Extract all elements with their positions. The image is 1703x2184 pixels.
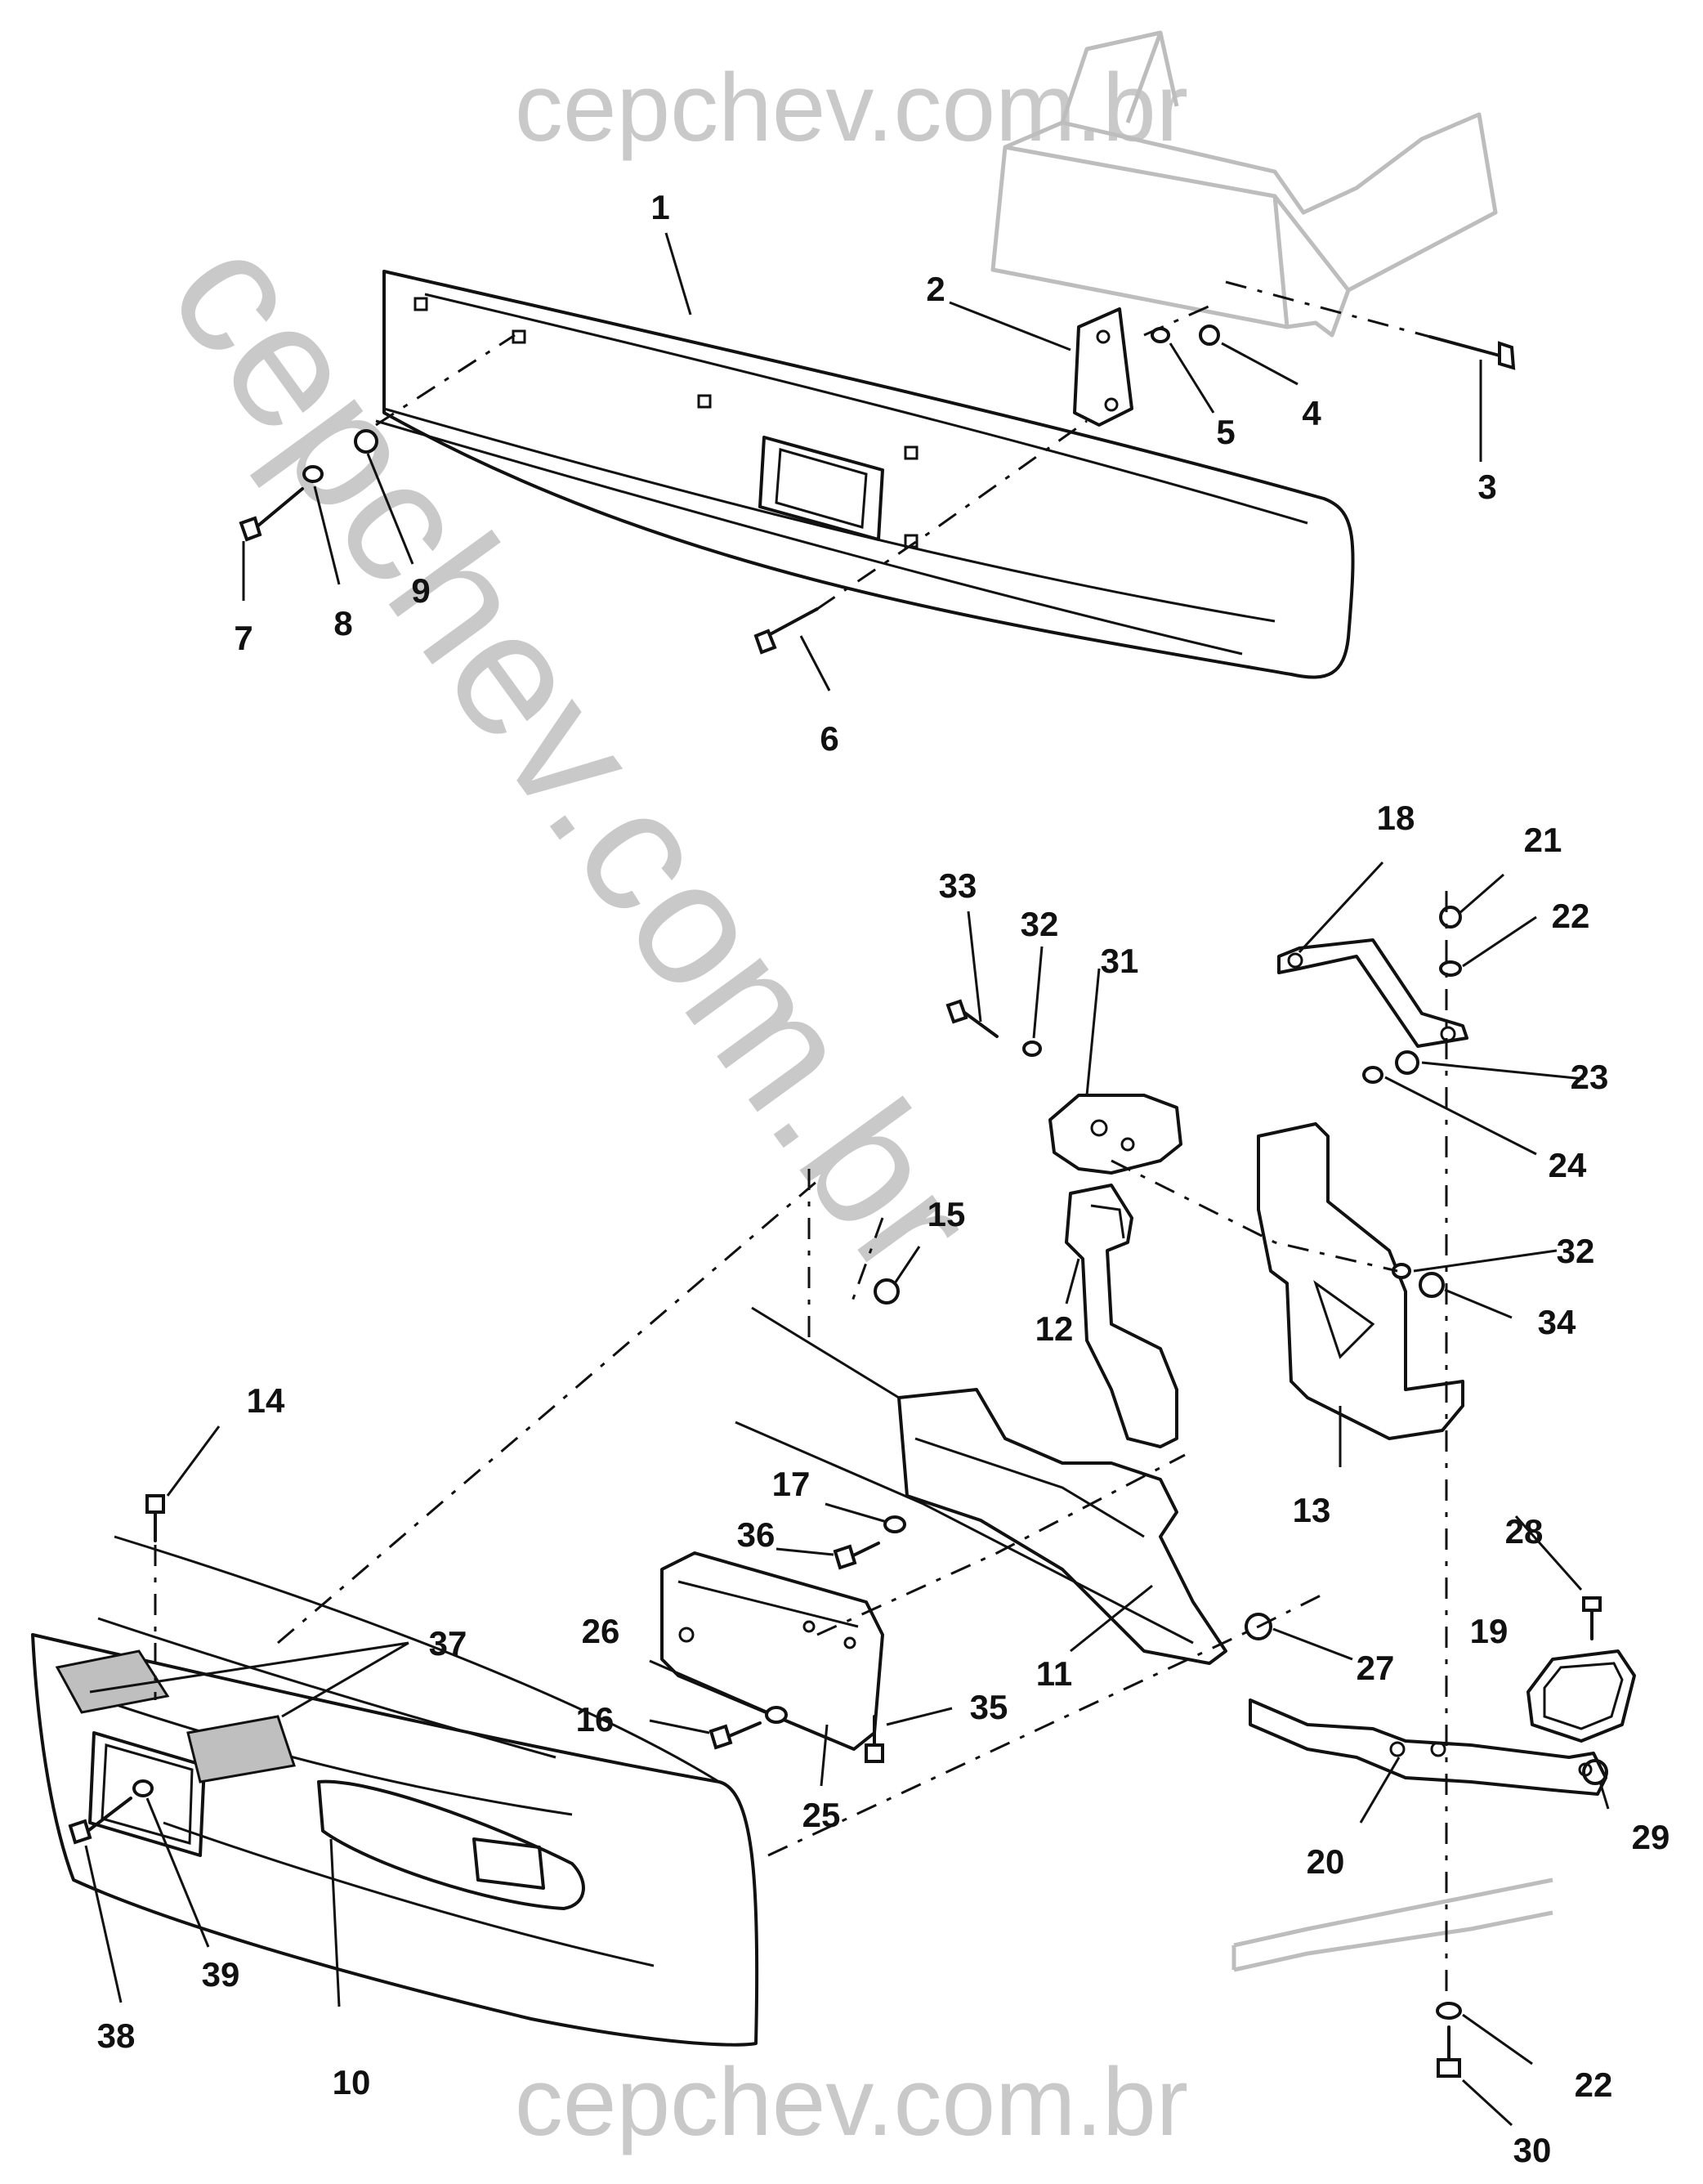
watermark-bottom: cepchev.com.br [515,2048,1188,2156]
bumper-bracket-13 [1257,1122,1464,1440]
callout-1: 1 [650,188,669,226]
callout-9: 9 [411,571,430,610]
alignment-line-upper-right [1143,280,1431,338]
callout-7: 7 [234,619,253,657]
callout-34: 34 [1538,1303,1576,1341]
callout-14: 14 [247,1381,285,1420]
leader-lines [84,232,1610,2127]
alignment-line-upper-center [816,419,1088,611]
watermark-diagonal: cepchev.com.br [133,200,1014,1309]
callout-16: 16 [576,1700,615,1739]
callout-25: 25 [802,1796,841,1834]
bumper-reinforcement-11 [735,1306,1227,1665]
callout-13: 13 [1293,1491,1331,1529]
alignment-line-upper-left [375,333,516,427]
callout-12: 12 [1035,1309,1074,1348]
callout-20: 20 [1307,1842,1345,1881]
front-bumper-fascia-10 [31,1535,759,2047]
callout-38: 38 [97,2016,136,2055]
callout-18: 18 [1377,799,1415,837]
bumper-bracket-31 [1048,1094,1182,1175]
callout-21: 21 [1524,821,1562,859]
callout-28: 28 [1505,1512,1544,1551]
callout-36: 36 [737,1515,776,1554]
alignment-line-lower-1 [277,1179,818,1645]
callout-31: 31 [1101,942,1139,980]
callout-35: 35 [970,1688,1008,1726]
step-bracket-20 [1249,1698,1607,1796]
callout-23: 23 [1571,1058,1609,1096]
watermark-top: cepchev.com.br [515,54,1188,162]
callout-27: 27 [1357,1649,1395,1687]
callout-17: 17 [772,1465,811,1503]
callout-39: 39 [202,1955,240,1994]
alignment-line-lower-5 [1111,1159,1398,1273]
callout-15: 15 [927,1195,966,1233]
callout-6: 6 [820,719,838,758]
callout-5: 5 [1216,413,1235,451]
callout-3: 3 [1477,468,1496,506]
frame-ghost-lower [1231,1877,1553,1972]
callout-22-upper: 22 [1552,897,1590,935]
callout-11: 11 [1036,1654,1072,1693]
alignment-line-lower-6 [807,1169,884,1340]
callout-33: 33 [939,866,977,905]
alignment-line-lower-3 [767,1592,1325,1857]
bumper-bracket-upper [1073,307,1133,427]
callout-32-upper: 32 [1021,905,1059,943]
callout-labels: 1 2 3 4 5 6 7 8 9 10 11 12 13 14 15 16 1… [97,188,1670,2169]
upper-hardware [239,324,1516,655]
step-pad-19 [1526,1649,1636,1743]
callout-29: 29 [1632,1818,1670,1856]
callout-32-lower: 32 [1557,1232,1595,1270]
callout-30: 30 [1513,2131,1552,2169]
alignment-line-lower-7 [816,1453,1186,1636]
callout-10: 10 [333,2063,371,2101]
bumper-bracket-12 [1065,1184,1178,1448]
frame-rail-ghost [990,30,1498,338]
callout-37: 37 [429,1624,467,1663]
callout-19: 19 [1470,1612,1509,1650]
callout-26: 26 [582,1612,620,1650]
callout-2: 2 [926,270,945,308]
callout-8: 8 [333,604,352,642]
callout-24: 24 [1549,1146,1587,1184]
callout-4: 4 [1302,394,1321,432]
callout-22-lower: 22 [1575,2065,1613,2104]
bumper-brace-18 [1277,938,1468,1048]
